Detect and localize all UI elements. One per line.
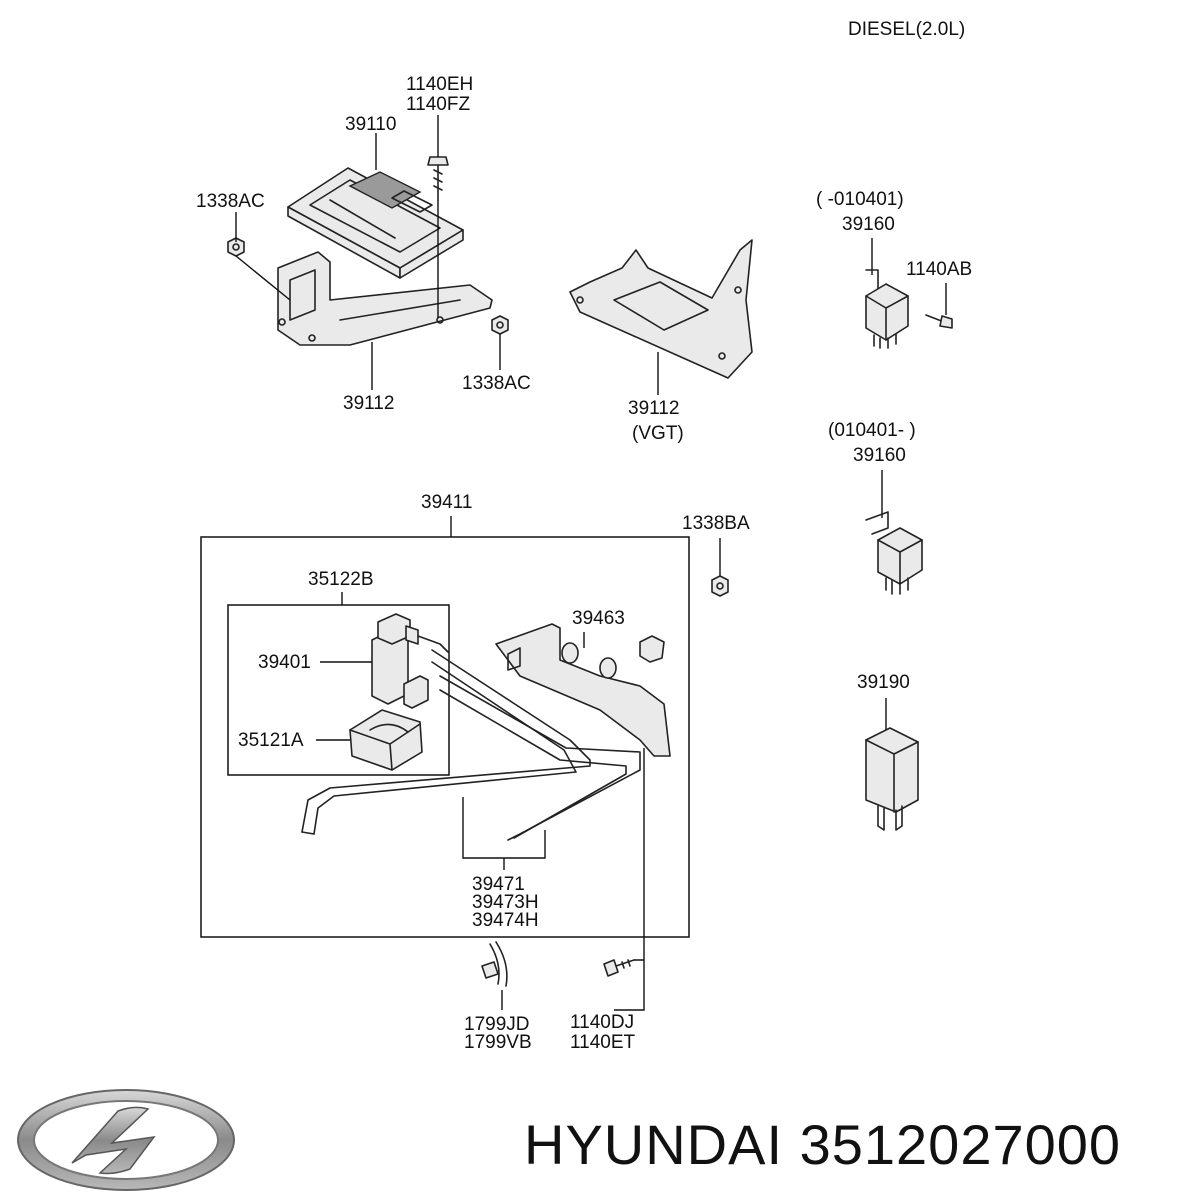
label-39473h: 39473H [472,892,539,913]
label-39463: 39463 [572,608,625,629]
label-1140dj: 1140DJ [570,1012,634,1033]
label-1140eh: 1140EH [406,74,473,95]
footer-brand-line: HYUNDAI 3512027000 [524,1112,1121,1177]
label-1799vb: 1799VB [464,1032,532,1053]
holder-35121a-drawing [349,709,423,771]
engine-title: DIESEL(2.0L) [848,19,965,40]
brand-name: HYUNDAI [524,1113,784,1176]
label-1140ab: 1140AB [906,259,972,280]
sub-box-35122b [227,604,450,776]
label-39190: 39190 [857,672,910,693]
label-39112: 39112 [343,393,394,414]
valve-39401-drawing [371,613,449,709]
leader-1140dj [614,748,645,1011]
leader-1338ac-top [235,212,291,301]
relay-39160-a-drawing [865,269,909,349]
label-39401: 39401 [258,652,311,673]
relay-39190-drawing [865,727,919,831]
bracket-39112-drawing [277,251,493,346]
label-39112-vgt: 39112 [628,398,679,419]
label-39474h: 39474H [472,910,539,931]
bolt-1140eh-drawing [427,156,449,201]
nut-1338ba-drawing [711,575,729,597]
relay-39160-b-drawing [865,511,923,595]
clip-1799jd-drawing [481,941,508,987]
assembly-box-39411 [200,536,690,938]
label-39471: 39471 [472,874,525,895]
vgt-bracket-drawing [569,239,753,379]
label-vgt: (VGT) [632,423,684,444]
label-39110: 39110 [345,114,396,135]
label-range-a: ( -010401) [816,189,904,210]
bolt-1140ab-drawing [925,314,953,329]
label-39160-a: 39160 [842,214,895,235]
bracket-39463-drawing [495,623,671,757]
label-35122b: 35122B [308,569,374,590]
label-35121a: 35121A [238,730,304,751]
part-number: 3512027000 [799,1113,1122,1176]
label-1140fz: 1140FZ [406,94,470,115]
label-range-b: (010401- ) [828,420,916,441]
nut-1338ac-bottom-drawing [491,315,509,335]
label-1140et: 1140ET [570,1032,636,1053]
bolt-1140dj-drawing [603,959,635,977]
hoses-39471-drawing [301,649,641,841]
ecu-module-drawing [287,167,464,279]
label-39160-b: 39160 [853,445,906,466]
label-1338ba: 1338BA [682,513,750,534]
label-1799jd: 1799JD [464,1014,530,1035]
label-1338ac-top: 1338AC [196,191,265,212]
label-1338ac-bottom: 1338AC [462,373,531,394]
leader-39471-bracket [462,797,546,870]
hyundai-logo-icon [17,1089,235,1191]
label-39411: 39411 [421,492,472,513]
